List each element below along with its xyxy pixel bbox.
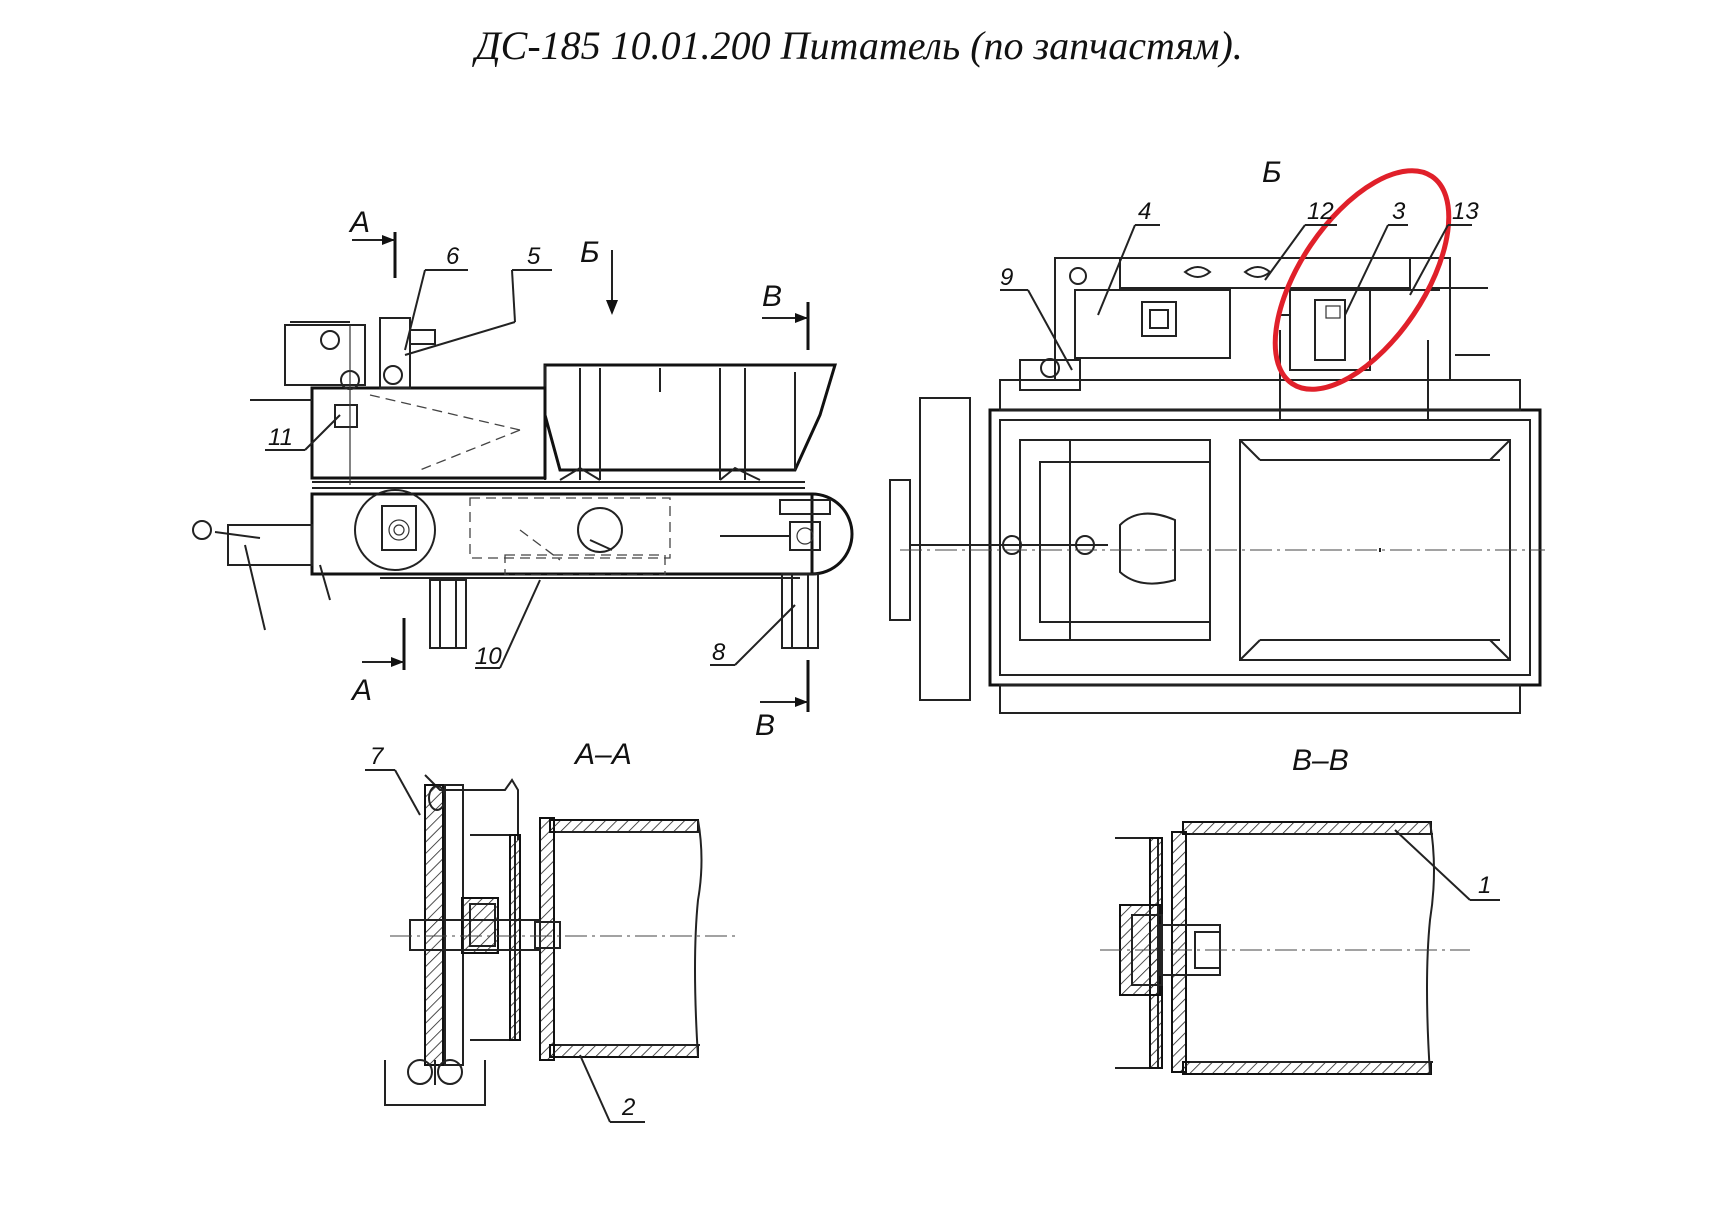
section-aa-callouts: 7 2 <box>365 743 645 1123</box>
motor <box>1074 289 1231 359</box>
drawing-title: ДС-185 10.01.200 Питатель (по запчастям)… <box>475 23 1243 68</box>
hopper <box>543 363 838 472</box>
section-aa: А–А <box>384 738 740 1106</box>
part-label-11: 11 <box>268 424 293 451</box>
leg-front <box>429 579 467 649</box>
drum-shell-bottom <box>549 1044 699 1058</box>
part-label-1: 1 <box>1478 872 1491 899</box>
side-view <box>192 317 854 649</box>
part-label-6: 6 <box>446 243 460 270</box>
front-drum <box>354 489 436 571</box>
section-label-a-top: А <box>348 206 370 239</box>
part-label-3: 3 <box>1392 198 1406 225</box>
part-label-7: 7 <box>370 743 385 770</box>
drum-shell-top <box>549 819 699 833</box>
highlight-ellipse <box>1272 168 1452 392</box>
counterweight <box>192 520 212 540</box>
part-label-4: 4 <box>1138 198 1151 225</box>
reducer <box>1289 289 1371 371</box>
inspection-hatch <box>577 507 623 553</box>
leg-rear <box>781 573 819 649</box>
gate-handle <box>1019 359 1081 391</box>
section-label-a-bottom: А <box>350 674 372 707</box>
section-label-b-arrow: Б <box>580 236 600 269</box>
rear-drum-hub <box>1171 831 1187 1073</box>
part-label-10: 10 <box>475 643 502 670</box>
rear-drum-shell-top <box>1182 821 1432 835</box>
part-label-9: 9 <box>1000 264 1013 291</box>
part-label-12: 12 <box>1307 198 1334 225</box>
section-markers-side: А А Б В В <box>348 206 810 742</box>
part-label-8: 8 <box>712 639 726 666</box>
section-label-v-top: В <box>762 280 782 313</box>
drive-belt-guard <box>1119 257 1411 289</box>
rear-drum-shell-bottom <box>1182 1061 1432 1075</box>
top-view-callouts: Б 4 9 12 3 13 <box>1000 156 1479 371</box>
section-label-b-view: Б <box>1262 156 1282 189</box>
drum-hub <box>539 817 555 1061</box>
section-label-v-bottom: В <box>755 709 775 742</box>
feeder-box <box>310 386 547 480</box>
part-label-2: 2 <box>621 1094 635 1121</box>
section-title-aa: А–А <box>573 738 632 771</box>
section-title-vv: В–В <box>1292 744 1349 777</box>
section-vv-callouts: 1 <box>1394 829 1500 901</box>
part-label-5: 5 <box>527 243 541 270</box>
part-label-13: 13 <box>1452 198 1479 225</box>
gate-mechanism <box>284 324 366 386</box>
drive-plate <box>424 784 444 1066</box>
section-vv: В–В <box>1100 744 1470 1075</box>
conveyor-rear-drum <box>811 492 854 576</box>
top-opening <box>1039 461 1211 623</box>
top-frame <box>988 408 1542 687</box>
tensioner-plate <box>919 397 971 701</box>
side-view-callouts: 6 5 11 10 8 <box>265 243 796 670</box>
hopper-outlet <box>1119 512 1176 585</box>
top-view <box>889 257 1545 714</box>
